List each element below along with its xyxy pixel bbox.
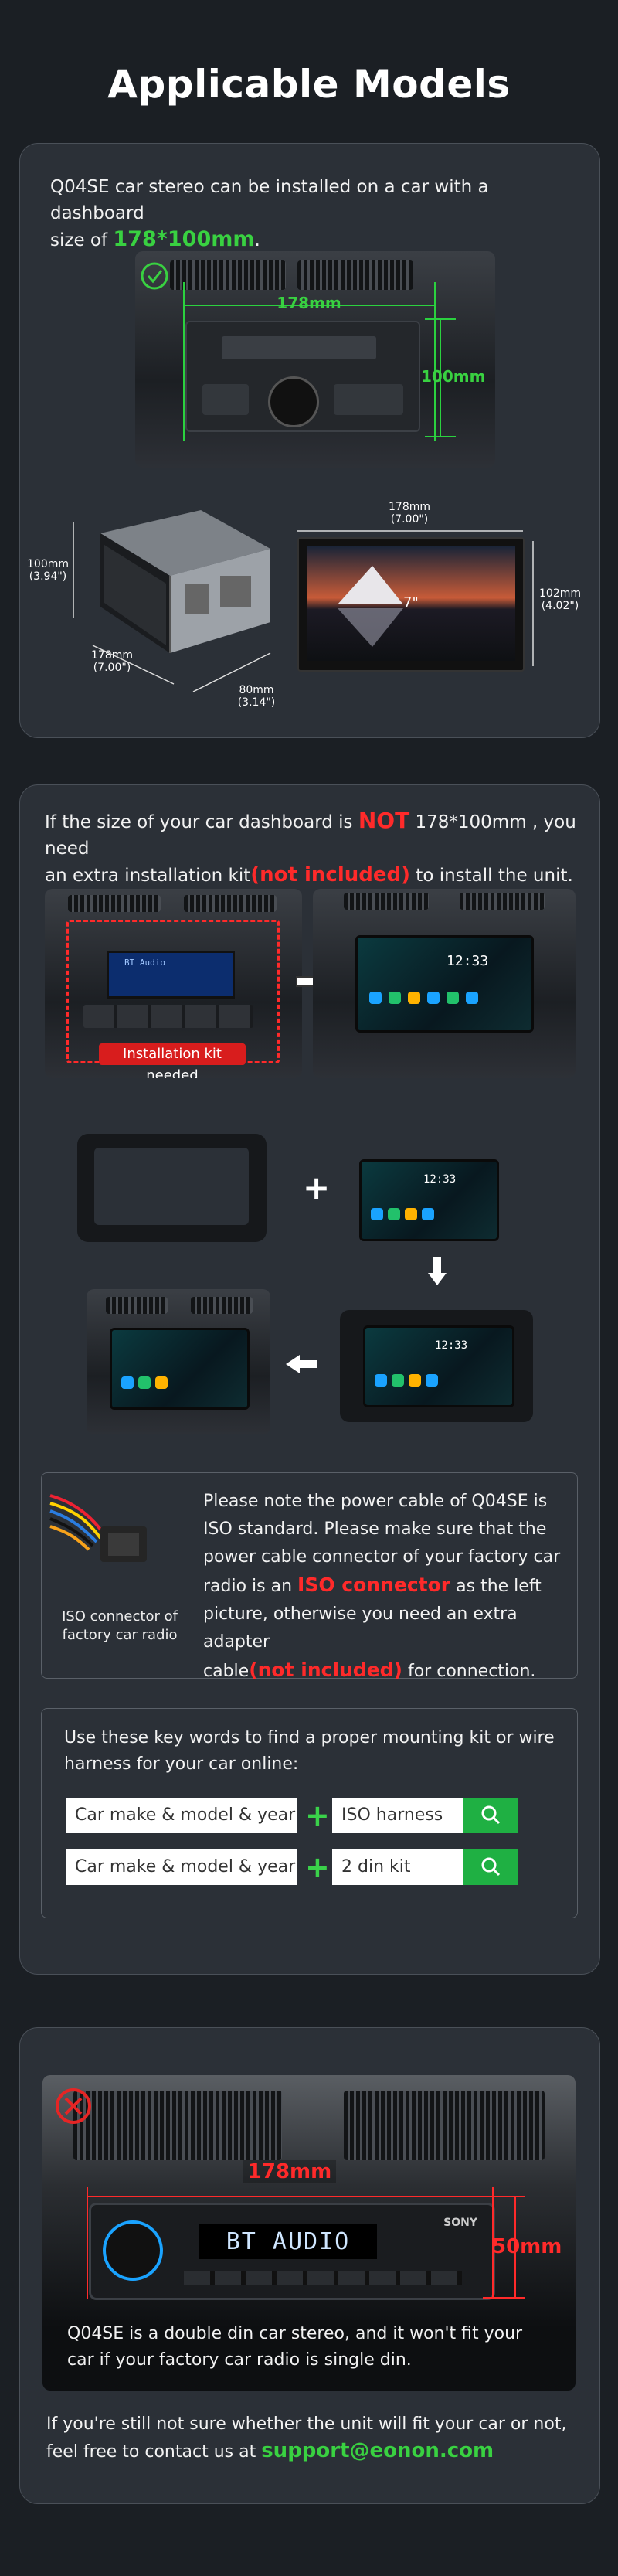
air-vent-left <box>170 260 286 290</box>
photo-width-label: 178mm <box>277 294 341 312</box>
search-keywords-intro: Use these key words to find a proper mou… <box>64 1725 559 1778</box>
search-keywords-panel <box>41 1708 578 1918</box>
radio-brand: SONY <box>443 2217 477 2229</box>
iso-line-4b: as the left <box>450 1577 542 1596</box>
arrow-left-icon <box>284 1354 318 1377</box>
cross-icon <box>56 2088 91 2124</box>
framed-stereo: 12:33 <box>340 1310 533 1422</box>
unit-clock: 12:33 <box>423 1173 457 1186</box>
installed-clock: 12:33 <box>447 953 489 969</box>
search-box-car-model-1[interactable]: Car make & model & year <box>66 1798 297 1833</box>
single-din-photo: BT AUDIO SONY 178mm 50mm Q04SE is a doub… <box>42 2075 576 2391</box>
iso-line-4a: radio is an <box>203 1577 298 1596</box>
screen-wallpaper <box>307 546 515 661</box>
dashboard-size-text: Q04SE car stereo can be installed on a c… <box>50 174 576 254</box>
screen-width-label: 178mm (7.00") <box>389 501 430 526</box>
dashboard-size-text-b: size of <box>50 230 114 250</box>
framed-clock: 12:33 <box>435 1339 468 1352</box>
kit-text-a: If the size of your car dashboard is <box>45 812 358 832</box>
factory-radio-unit <box>185 321 420 432</box>
single-din-caption-b: car if your factory car radio is single … <box>67 2350 412 2370</box>
single-din-caption-a: Q04SE is a double din car stereo, and it… <box>67 2324 523 2343</box>
search-button-row1[interactable] <box>464 1798 518 1833</box>
screen-size-label: 7" <box>403 594 419 611</box>
kit-not-included: (not included) <box>250 863 410 886</box>
dashboard-size-text-a: Q04SE car stereo can be installed on a c… <box>50 177 489 223</box>
single-din-height-label: 50mm <box>492 2235 562 2258</box>
iso-connector-panel <box>41 1472 578 1679</box>
iso-line-6a: cable <box>203 1662 250 1681</box>
head-unit-screen: 7" <box>297 537 525 672</box>
unit-depth-label: 80mm (3.14") <box>237 684 276 709</box>
kit-text-c: an extra installation kit <box>45 866 251 886</box>
screen-dimension-lines <box>297 530 534 666</box>
iso-line-1: Please note the power cable of Q04SE is <box>203 1492 548 1511</box>
iso-line-2: ISO standard. Please make sure that the <box>203 1519 547 1539</box>
iso-notice-text: Please note the power cable of Q04SE is … <box>203 1488 574 1686</box>
single-din-width-label: 178mm <box>243 2160 336 2183</box>
before-radio-display: BT Audio <box>124 958 165 968</box>
factory-radio-photo: 178mm 100mm <box>135 251 495 468</box>
iso-connector-caption: ISO connector of factory car radio <box>62 1608 178 1643</box>
search-icon <box>481 1805 501 1825</box>
contact-text-b: feel free to contact us at <box>46 2442 262 2462</box>
single-din-caption: Q04SE is a double din car stereo, and it… <box>67 2321 562 2374</box>
plus-icon-row1: + <box>305 1798 330 1832</box>
search-button-row2[interactable] <box>464 1849 518 1885</box>
unit-dimension-lines <box>73 522 271 692</box>
iso-connector-image <box>46 1488 154 1565</box>
arrow-down-icon <box>427 1256 447 1290</box>
search-icon <box>481 1857 501 1877</box>
head-unit-chassis <box>77 499 278 684</box>
page-title: Applicable Models <box>107 62 511 107</box>
iso-connector-highlight: ISO connector <box>297 1574 451 1596</box>
dashboard-size-text-c: . <box>254 230 260 250</box>
unit-height-label: 100mm (3.94") <box>27 558 69 583</box>
search-box-2-din-kit[interactable]: 2 din kit <box>332 1849 464 1885</box>
kit-text-b: 178*100mm , you need <box>45 812 576 859</box>
stereo-unit-only: 12:33 <box>359 1159 499 1241</box>
single-din-display: BT AUDIO <box>199 2224 377 2259</box>
plus-icon-row2: + <box>305 1850 330 1884</box>
search-intro-b: harness for your car online: <box>64 1754 299 1774</box>
air-vent-right <box>297 260 413 290</box>
iso-line-6b: for connection. <box>402 1662 536 1681</box>
factory-radio-before-photo: BT Audio Installation kit needed <box>45 889 302 1078</box>
installation-kit-text: If the size of your car dashboard is NOT… <box>45 808 586 889</box>
contact-text: If you're still not sure whether the uni… <box>46 2411 587 2465</box>
search-intro-a: Use these key words to find a proper mou… <box>64 1728 555 1747</box>
kit-not-word: NOT <box>358 808 410 833</box>
photo-height-label: 100mm <box>421 367 486 386</box>
single-din-radio: BT AUDIO SONY <box>89 2203 495 2300</box>
final-installed-photo <box>87 1289 270 1434</box>
kit-text-d: to install the unit. <box>410 866 573 886</box>
dashboard-size-value: 178*100mm <box>113 227 255 251</box>
unit-length-label: 178mm (7.00") <box>91 649 133 674</box>
iso-not-included: (not included) <box>249 1659 402 1681</box>
plus-icon: + <box>303 1169 331 1206</box>
support-email-link[interactable]: support@eonon.com <box>261 2439 494 2462</box>
installation-kit-badge: Installation kit needed <box>99 1043 246 1078</box>
search-box-car-model-2[interactable]: Car make & model & year <box>66 1849 297 1885</box>
search-box-iso-harness[interactable]: ISO harness <box>332 1798 464 1833</box>
screen-height-label: 102mm (4.02") <box>539 587 581 612</box>
iso-line-5: picture, otherwise you need an extra ada… <box>203 1604 518 1652</box>
installed-stereo-photo: 12:33 <box>313 889 576 1078</box>
contact-text-a: If you're still not sure whether the uni… <box>46 2414 567 2434</box>
iso-line-3: power cable connector of your factory ca… <box>203 1547 561 1567</box>
mounting-frame <box>77 1134 267 1242</box>
